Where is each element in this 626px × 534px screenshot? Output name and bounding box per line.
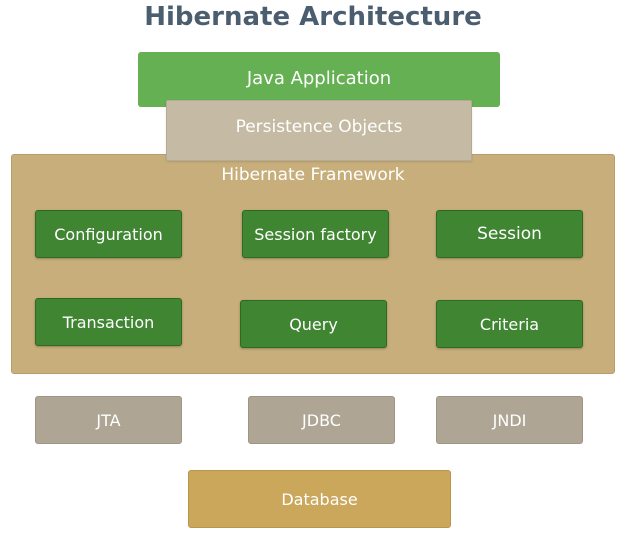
jdbc-box: JDBC xyxy=(248,396,395,444)
criteria-label: Criteria xyxy=(479,314,540,334)
configuration-box: Configuration xyxy=(35,210,182,258)
session-box: Session xyxy=(436,210,583,258)
database-box: Database xyxy=(188,470,451,528)
database-label: Database xyxy=(281,489,358,509)
query-box: Query xyxy=(240,300,387,348)
jndi-label: JNDI xyxy=(492,410,527,430)
query-label: Query xyxy=(289,314,338,334)
configuration-label: Configuration xyxy=(54,224,163,244)
persistence-objects-box: Persistence Objects xyxy=(166,100,472,161)
session-factory-label: Session factory xyxy=(254,224,377,244)
jndi-box: JNDI xyxy=(436,396,583,444)
java-application-box: Java Application xyxy=(138,52,500,107)
transaction-box: Transaction xyxy=(35,298,182,346)
hibernate-framework-label: Hibernate Framework xyxy=(221,165,405,185)
jta-box: JTA xyxy=(35,396,182,444)
session-label: Session xyxy=(477,224,542,244)
session-factory-box: Session factory xyxy=(242,210,389,258)
java-application-label: Java Application xyxy=(246,68,392,89)
criteria-box: Criteria xyxy=(436,300,583,348)
transaction-label: Transaction xyxy=(62,312,155,332)
persistence-objects-label: Persistence Objects xyxy=(235,117,403,137)
jdbc-label: JDBC xyxy=(302,410,341,430)
diagram-title: Hibernate Architecture xyxy=(144,2,482,32)
jta-label: JTA xyxy=(96,410,121,430)
